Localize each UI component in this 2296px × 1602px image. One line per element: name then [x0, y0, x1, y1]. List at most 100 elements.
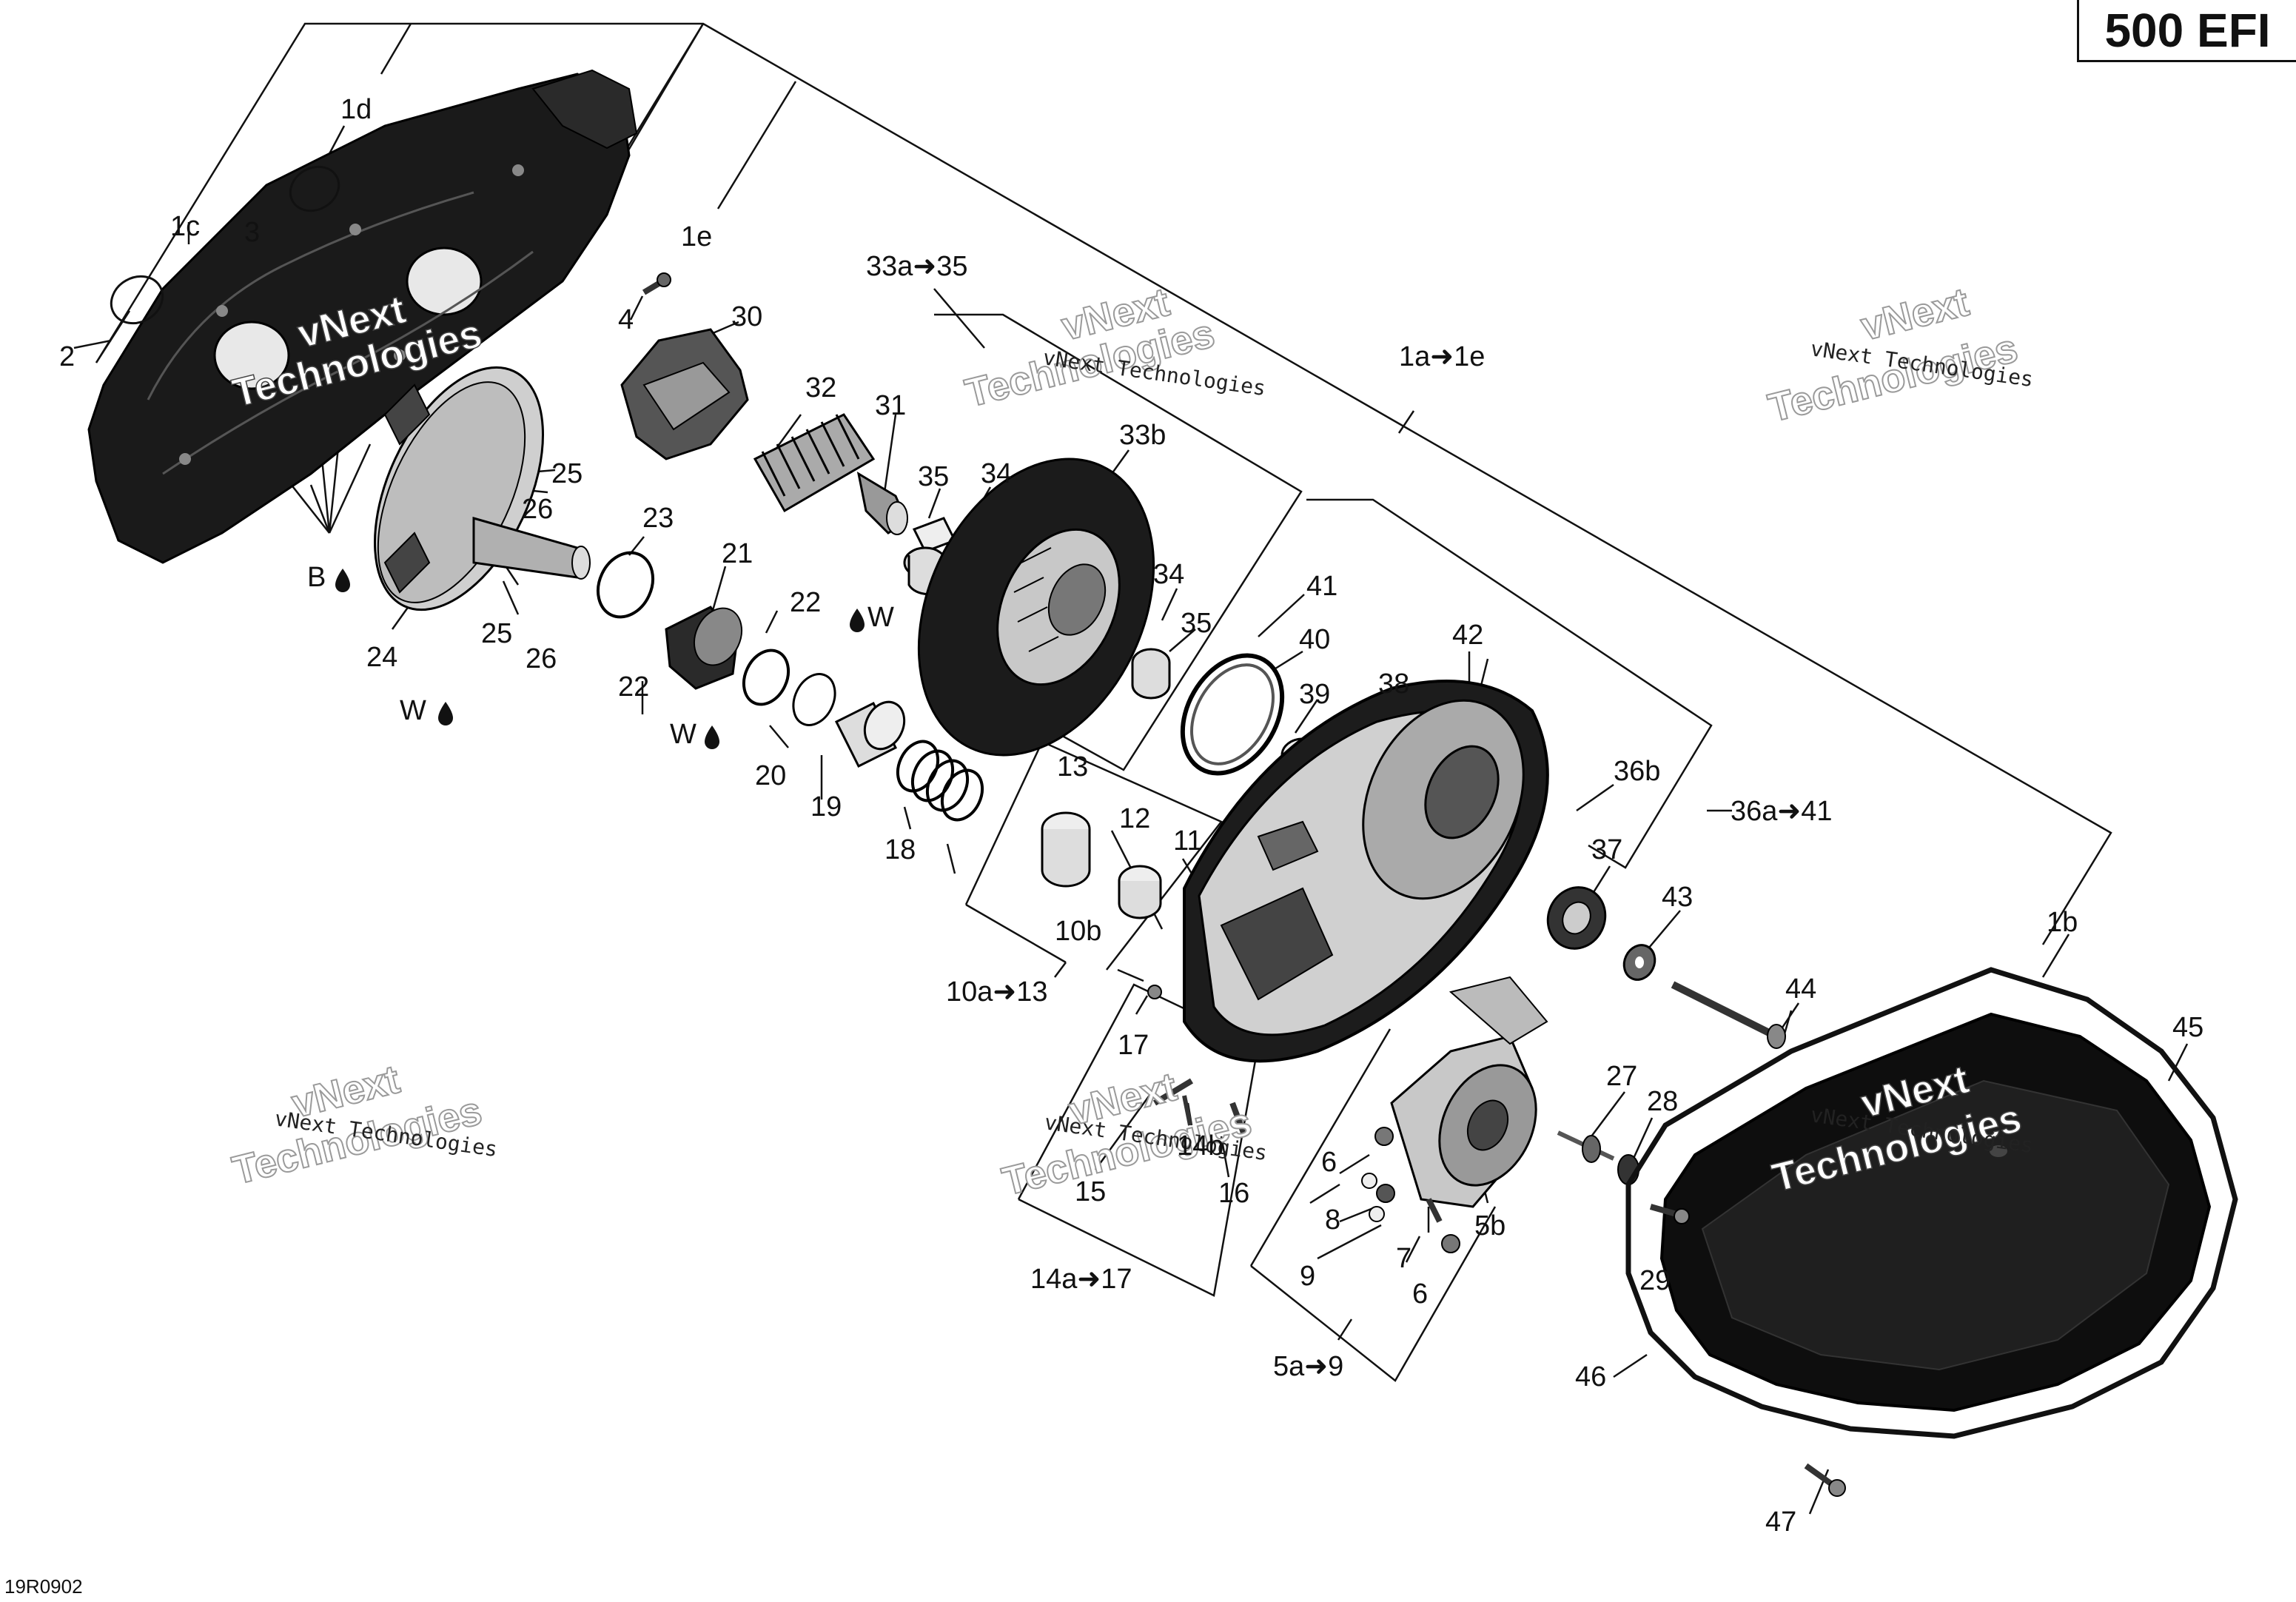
bushings-11-13-illustration — [1041, 811, 1162, 919]
callout-28: 28 — [1647, 1086, 1678, 1117]
o-ring-2 — [110, 275, 164, 325]
bracket-33a-35 — [934, 313, 1303, 771]
drawing-number: 19R0902 — [4, 1575, 83, 1598]
inner-cover-illustration — [87, 69, 638, 564]
callout-10b: 10b — [1055, 916, 1101, 947]
callout-2: 2 — [59, 341, 75, 372]
callout-42: 42 — [1452, 620, 1483, 651]
callout-46: 46 — [1575, 1361, 1606, 1392]
callout-labels: 1a➜1e 1b 1c 1d 1e 2 3 4 5a➜9 5b 6 6 7 8 … — [59, 94, 2203, 1538]
watermark-line1: vNext — [1856, 280, 1973, 349]
callout-34: 34 — [981, 458, 1012, 489]
screws-14-17-illustration — [1147, 985, 1246, 1134]
leader-1d-top — [380, 23, 412, 75]
seal-46-outline — [1625, 967, 2238, 1439]
callout-45: 45 — [2172, 1012, 2203, 1043]
callout-5a-9: 5a➜9 — [1273, 1351, 1343, 1382]
callout-B: B — [307, 562, 326, 593]
callout-20: 20 — [755, 760, 786, 791]
callout-25: 25 — [481, 618, 512, 649]
bracket-36a-41 — [1306, 498, 1713, 869]
callout-36a-41: 36a➜41 — [1731, 796, 1833, 827]
callout-5b: 5b — [1474, 1210, 1506, 1241]
callout-11: 11 — [1173, 825, 1202, 857]
callout-35: 35 — [1181, 608, 1212, 639]
callout-W: W — [867, 602, 894, 633]
bolt-44-illustration — [1671, 981, 1786, 1049]
part-30-illustration — [620, 328, 749, 460]
bushings-lower-illustration — [1131, 648, 1171, 700]
callout-4: 4 — [618, 304, 634, 335]
bearing-37-washer-43-illustration — [1546, 886, 1656, 981]
callout-1b: 1b — [2047, 907, 2078, 938]
callout-13: 13 — [1057, 751, 1088, 782]
screw-29-illustration — [1649, 1204, 1690, 1224]
drop-icon — [850, 609, 865, 632]
callout-27: 27 — [1606, 1061, 1637, 1092]
cam-5b-illustration — [1390, 976, 1548, 1208]
callout-8: 8 — [1325, 1204, 1340, 1236]
callout-9: 9 — [1300, 1261, 1315, 1292]
ring-40-illustration — [1180, 653, 1285, 776]
callout-22: 22 — [618, 671, 649, 703]
callout-6: 6 — [1412, 1278, 1428, 1310]
callout-W: W — [400, 695, 426, 726]
callout-37: 37 — [1591, 834, 1622, 865]
callout-25: 25 — [551, 458, 583, 489]
callout-47: 47 — [1765, 1507, 1796, 1538]
callout-3: 3 — [244, 217, 260, 248]
callout-33a-35: 33a➜35 — [866, 251, 968, 282]
washers-27-28-illustration — [1557, 1130, 1639, 1185]
bracket-10a-13 — [964, 740, 1223, 971]
callout-23: 23 — [642, 503, 674, 534]
callout-14a-17: 14a➜17 — [1030, 1264, 1132, 1295]
bracket-5a-9-left — [1249, 1028, 1392, 1267]
callout-1d: 1d — [340, 94, 372, 125]
model-badge-text: 500 EFI — [2104, 3, 2271, 57]
callout-10a-13: 10a➜13 — [946, 976, 1048, 1008]
callout-36b: 36b — [1614, 756, 1660, 787]
callout-32: 32 — [805, 372, 836, 403]
drop-icon — [438, 702, 453, 725]
callout-18: 18 — [885, 834, 916, 865]
screw-4-illustration — [642, 272, 671, 295]
model-badge: 500 EFI — [2077, 0, 2296, 62]
driven-pulley-belt-illustration — [1183, 680, 1549, 1063]
o-ring-3 — [289, 165, 340, 212]
drop-icon — [705, 725, 719, 749]
callout-1c: 1c — [170, 211, 200, 242]
callout-33b: 33b — [1119, 420, 1166, 451]
callout-26: 26 — [522, 494, 553, 525]
callout-41: 41 — [1306, 571, 1337, 602]
callout-26: 26 — [526, 643, 557, 674]
callout-1a-1e: 1a➜1e — [1399, 341, 1485, 372]
bracket-5a-9-bottom — [1250, 1206, 1497, 1382]
callout-21: 21 — [722, 538, 753, 569]
callout-6: 6 — [1321, 1147, 1337, 1178]
movable-sheave-33b-illustration — [917, 458, 1155, 757]
callout-W: W — [670, 719, 696, 750]
callout-39: 39 — [1299, 679, 1330, 710]
callout-7: 7 — [1396, 1243, 1411, 1274]
bracket-1e-leader — [716, 81, 797, 210]
callout-12: 12 — [1119, 803, 1150, 834]
callout-43: 43 — [1662, 882, 1693, 913]
callout-22: 22 — [790, 587, 821, 618]
callout-16: 16 — [1218, 1178, 1249, 1209]
callout-29: 29 — [1639, 1265, 1671, 1296]
callout-31: 31 — [875, 390, 906, 421]
callout-30: 30 — [731, 301, 762, 332]
callout-19: 19 — [810, 791, 842, 822]
small-parts-6-8-illustration — [1361, 1127, 1460, 1253]
lubricant-drop-icons — [335, 569, 865, 749]
leader-1a1e — [1397, 410, 1415, 434]
sleeve-parts-illustration — [597, 551, 984, 822]
callout-38: 38 — [1378, 668, 1409, 700]
callout-1e: 1e — [681, 221, 712, 252]
spring-32-shaft-31-illustration — [753, 413, 908, 535]
callout-35: 35 — [918, 461, 949, 492]
callout-44: 44 — [1785, 973, 1816, 1005]
fixed-sheave-24-illustration — [373, 366, 591, 611]
